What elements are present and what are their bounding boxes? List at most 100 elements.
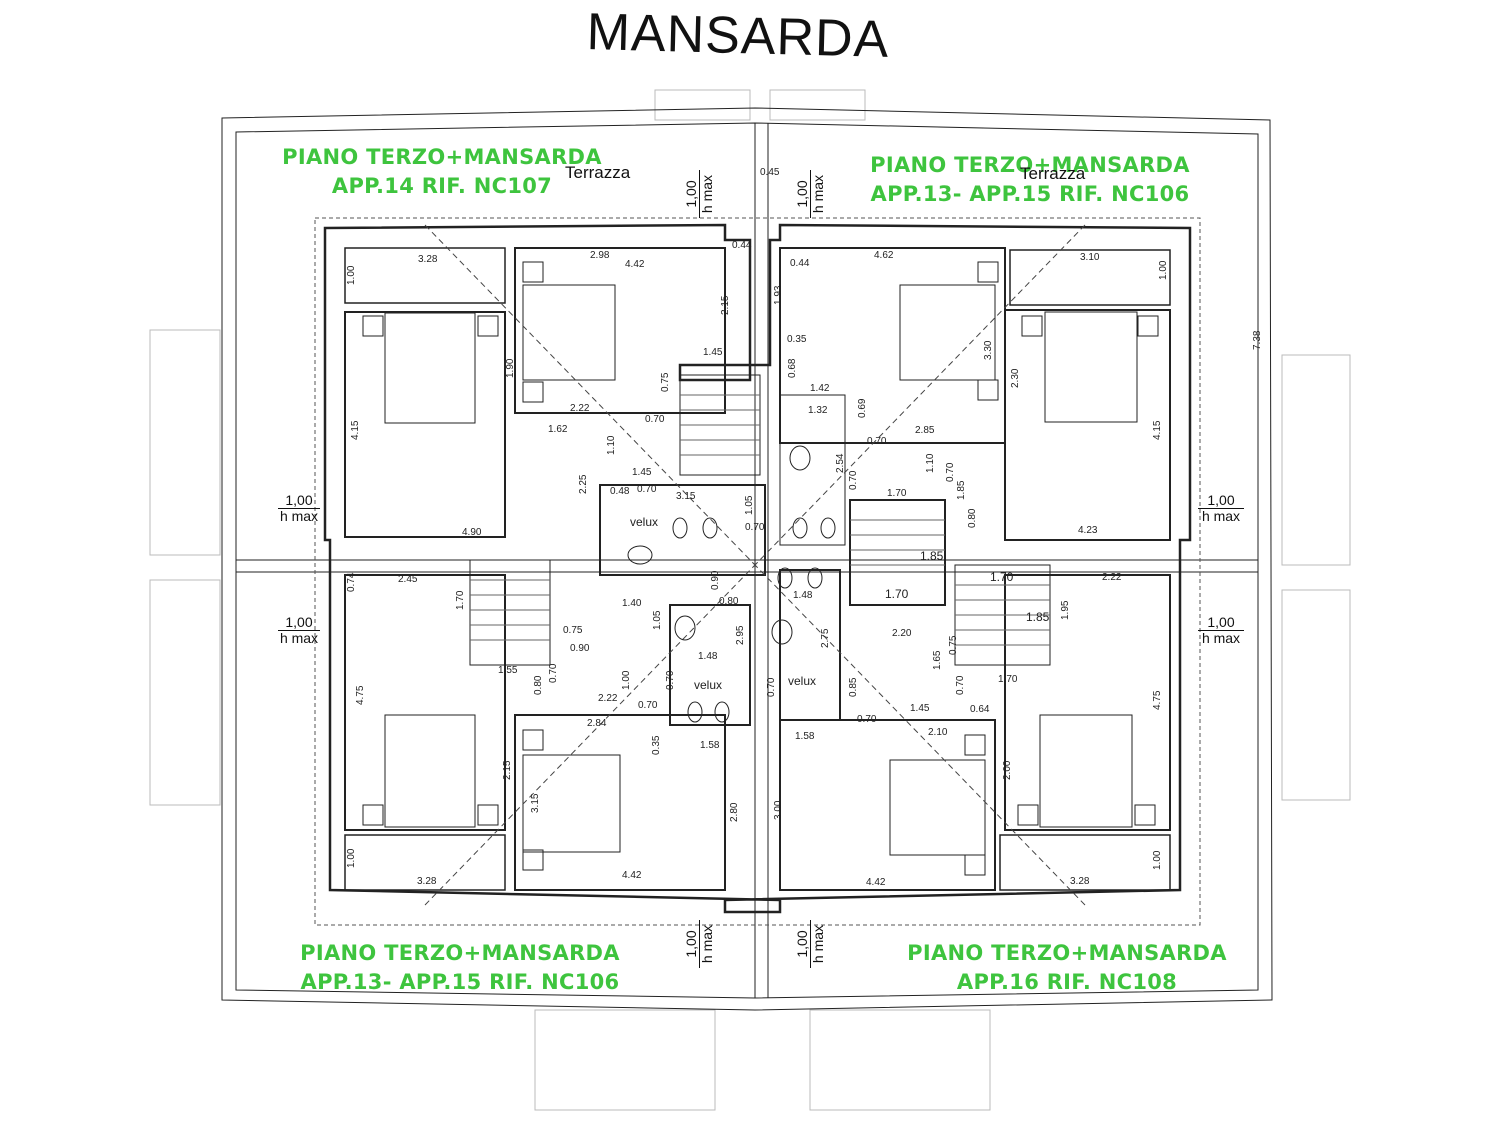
- dimension-label: 0.70: [637, 484, 657, 495]
- apartment-label-bottom-right: PIANO TERZO+MANSARDA APP.16 RIF. NC108: [882, 939, 1252, 997]
- height-unit: h max: [810, 924, 826, 964]
- dimension-label: 0.74: [346, 572, 357, 592]
- dimension-label: 0.44: [790, 258, 810, 269]
- dimension-label: 2.80: [729, 802, 740, 822]
- dimension-label: 0.80: [533, 675, 544, 695]
- dimension-label: 4.90: [462, 527, 482, 538]
- dimension-label: 1.70: [998, 674, 1018, 685]
- dimension-label: 4.42: [625, 259, 645, 270]
- dimension-label: 0.69: [857, 398, 868, 418]
- dimension-label: 0.80: [967, 508, 978, 528]
- dimension-label: 1.95: [1060, 600, 1071, 620]
- label-line-1: PIANO TERZO+MANSARDA: [282, 145, 602, 169]
- dimension-label: 0.70: [745, 522, 765, 533]
- dimension-label: 3.30: [983, 340, 994, 360]
- label-line-1: PIANO TERZO+MANSARDA: [300, 941, 620, 965]
- height-unit: h max: [810, 174, 826, 214]
- dimension-label: 2.22: [570, 403, 590, 414]
- dimension-label: 0.35: [787, 334, 807, 345]
- dimension-label: 3.15: [676, 491, 696, 502]
- height-value: 1,00: [278, 493, 320, 509]
- dimension-label: 1.05: [652, 610, 663, 630]
- dimension-label: 1.00: [1158, 260, 1169, 280]
- dimension-label: 1.62: [548, 424, 568, 435]
- dimension-label: 1.65: [932, 650, 943, 670]
- dimension-label: 3.15: [530, 793, 541, 813]
- dimension-label: 2.22: [598, 693, 618, 704]
- dimension-label: 2.95: [735, 625, 746, 645]
- dimension-label: 1.05: [744, 495, 755, 515]
- height-value: 1,00: [794, 920, 811, 968]
- dimension-label: 1.42: [810, 383, 830, 394]
- dimension-label: 0.70: [857, 714, 877, 725]
- dimension-label: 1.70: [885, 587, 909, 601]
- dimension-label: 1.58: [795, 731, 815, 742]
- dimension-label: 0.75: [948, 635, 959, 655]
- dimension-label: 3.00: [773, 800, 784, 820]
- dimension-label: 0.44: [732, 240, 752, 251]
- dimension-label: 1.10: [606, 435, 617, 455]
- dimension-label: 0.70: [848, 470, 859, 490]
- velux-label: velux: [788, 674, 817, 688]
- label-line-2: APP.13- APP.15 RIF. NC106: [870, 182, 1190, 206]
- dimension-label: 0.75: [563, 625, 583, 636]
- dimension-label: 2.85: [915, 425, 935, 436]
- dimension-label: 0.75: [660, 372, 671, 392]
- dimension-label: 0.64: [970, 704, 990, 715]
- height-unit: h max: [699, 174, 715, 214]
- dimension-label: 0.70: [867, 436, 887, 447]
- dimension-label: 2.45: [398, 574, 418, 585]
- dimension-label: 1.45: [632, 467, 652, 478]
- height-unit: h max: [1201, 630, 1241, 646]
- dimension-label: 2.00: [1002, 760, 1013, 780]
- terrace-label: Terrazza: [565, 163, 631, 182]
- height-value: 1,00: [1198, 615, 1244, 631]
- height-unit: h max: [279, 508, 319, 524]
- dimension-label: 3.28: [417, 876, 437, 887]
- dimension-label: 1.85: [1026, 610, 1050, 624]
- dimension-label: 4.42: [866, 877, 886, 888]
- dimension-label: 1.90: [505, 358, 516, 378]
- height-value: 1,00: [278, 615, 320, 631]
- dimension-label: 1.58: [700, 740, 720, 751]
- terrace-label: Terrazza: [1020, 164, 1086, 183]
- dimension-label: 0.48: [610, 486, 630, 497]
- dimension-label: 2.84: [587, 718, 607, 729]
- dimension-label: 2.20: [892, 628, 912, 639]
- dimension-label: 3.28: [1070, 876, 1090, 887]
- dimension-label: 1.45: [703, 347, 723, 358]
- dimension-label: 0.70: [645, 414, 665, 425]
- label-line-2: APP.13- APP.15 RIF. NC106: [300, 970, 620, 994]
- height-value: 1,00: [683, 170, 700, 218]
- dimension-label: 1.70: [455, 590, 466, 610]
- label-line-1: PIANO TERZO+MANSARDA: [907, 941, 1227, 965]
- dimension-label: 1.48: [698, 651, 718, 662]
- dimension-label: 1.93: [773, 285, 784, 305]
- dimension-label: 0.70: [945, 462, 956, 482]
- dimension-label: 2.75: [820, 628, 831, 648]
- dimension-label: 4.15: [1152, 420, 1163, 440]
- dimension-label: 2.15: [720, 295, 731, 315]
- dimension-label: 0.70: [766, 677, 777, 697]
- dimension-label: 1.40: [622, 598, 642, 609]
- dimension-label: 3.10: [1080, 252, 1100, 263]
- dimension-label: 1.45: [910, 703, 930, 714]
- dimension-label: 2.10: [928, 727, 948, 738]
- height-unit: h max: [699, 924, 715, 964]
- velux-label: velux: [694, 678, 723, 692]
- dimension-label: 1.00: [346, 265, 357, 285]
- dimension-label: 1.55: [498, 665, 518, 676]
- dimension-label: 7.38: [1252, 330, 1263, 350]
- label-line-2: APP.16 RIF. NC108: [956, 970, 1178, 994]
- dimension-label: 2.98: [590, 250, 610, 261]
- dimension-label: 1.32: [808, 405, 828, 416]
- velux-label: velux: [630, 515, 659, 529]
